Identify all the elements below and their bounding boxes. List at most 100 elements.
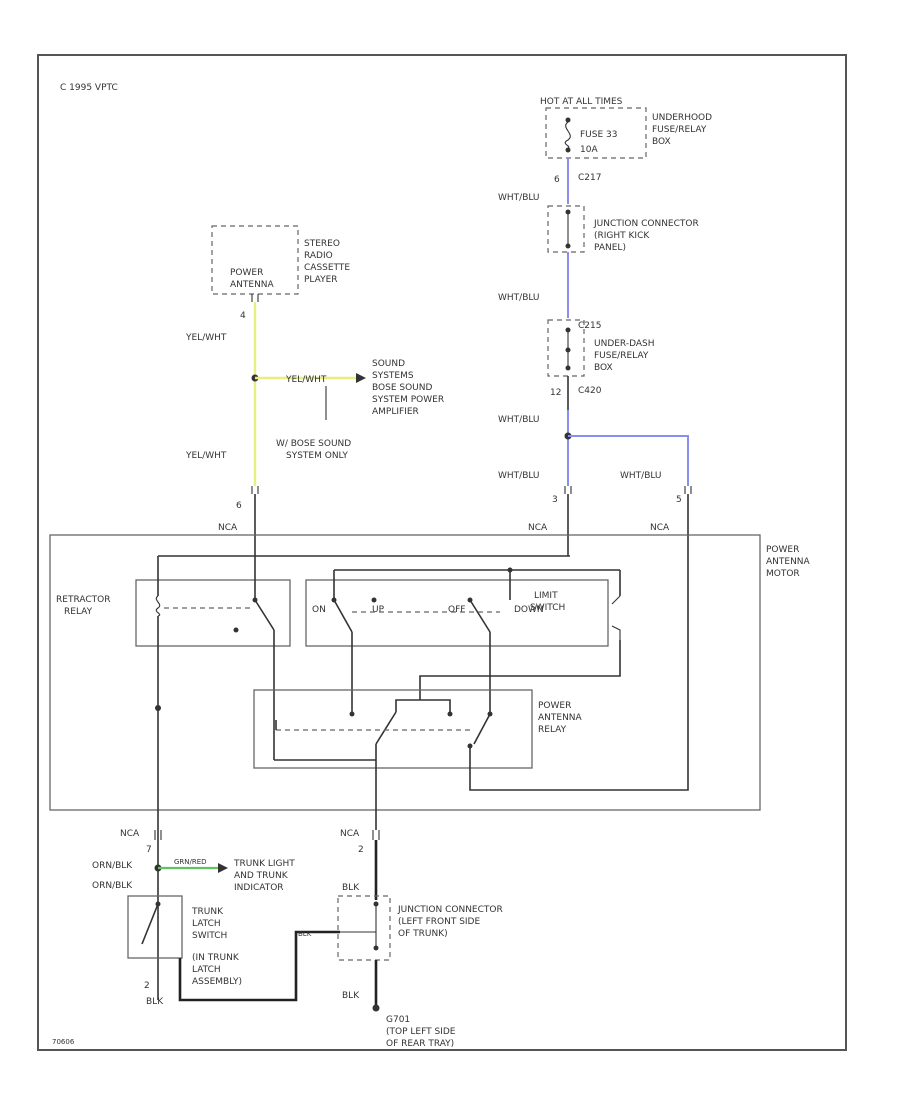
- trunk-latch-contact: [155, 901, 161, 907]
- blk-label-1: BLK: [146, 997, 164, 1007]
- trunk-latch-label-6: ASSEMBLY): [192, 977, 242, 987]
- jc-right-kick-label-1: JUNCTION CONNECTOR: [593, 219, 699, 229]
- blk-label-2: BLK: [298, 930, 312, 938]
- nca-label-158: NCA: [120, 829, 140, 839]
- pa-relay-label-2: ANTENNA: [538, 713, 583, 723]
- orn-blk-label-2: ORN/BLK: [92, 881, 133, 891]
- limit-right-switch: [611, 595, 621, 640]
- limit-up-label: UP: [372, 605, 385, 615]
- bose-note-label-1: W/ BOSE SOUND: [276, 439, 351, 449]
- connector-6a-pin: 6: [554, 175, 560, 185]
- trunk-light-label-3: INDICATOR: [234, 883, 284, 893]
- blk-label-4: BLK: [342, 991, 360, 1001]
- jc-left-front-terminal-2: [373, 945, 379, 951]
- hot-at-all-times-label: HOT AT ALL TIMES: [540, 97, 623, 107]
- jc-right-kick-label-2: (RIGHT KICK: [594, 231, 650, 241]
- pa-arm-2: [473, 713, 491, 745]
- jc-left-front-terminal-1: [373, 901, 379, 907]
- trunk-latch-label-5: LATCH: [192, 965, 221, 975]
- fuse-amp-label: 10A: [580, 145, 598, 155]
- underhood-box-label-2: FUSE/RELAY: [652, 125, 707, 135]
- connector-5-pin: 5: [676, 495, 682, 505]
- connector-terminal-688: [684, 486, 692, 494]
- motor-label-1: POWER: [766, 545, 799, 555]
- limit-contact-2: [371, 597, 377, 603]
- underhood-fuse-box: [545, 107, 647, 159]
- diagram-frame: [37, 54, 847, 1051]
- trunk-latch-arm: [141, 903, 159, 945]
- connector-2b-pin: 2: [358, 845, 364, 855]
- retractor-relay-box: [135, 579, 291, 647]
- limit-switch-label-2: SWITCH: [530, 603, 565, 613]
- jc-left-front-label-1: JUNCTION CONNECTOR: [397, 905, 503, 915]
- nca-label-255: NCA: [218, 523, 238, 533]
- nca-label-376: NCA: [340, 829, 360, 839]
- power-antenna-relay-box: [253, 689, 533, 769]
- limit-on-label: ON: [312, 605, 326, 615]
- jc-right-kick-terminal-top: [565, 209, 571, 215]
- limit-arm-1: [333, 599, 353, 633]
- nca-label-568: NCA: [528, 523, 548, 533]
- wht-blu-wire-label-2: WHT/BLU: [498, 293, 540, 303]
- ground-label-3: OF REAR TRAY): [386, 1039, 454, 1049]
- sound-system-label-5: AMPLIFIER: [372, 407, 419, 417]
- yel-wht-wire-label-3: YEL/WHT: [285, 375, 327, 385]
- underdash-fuse-box: [547, 319, 585, 377]
- copyright-label: C 1995 VPTC: [60, 83, 118, 93]
- nca-label-688: NCA: [650, 523, 670, 533]
- trunk-latch-label-1: TRUNK: [191, 907, 224, 917]
- trunk-connector-terminal: [154, 830, 162, 840]
- trunk-latch-switch-box: [127, 895, 183, 959]
- trunk-light-label-1: TRUNK LIGHT: [233, 859, 295, 869]
- pa-relay-label-3: RELAY: [538, 725, 567, 735]
- underdash-box-label-3: BOX: [594, 363, 613, 373]
- trunk-latch-label-2: LATCH: [192, 919, 221, 929]
- stereo-label-4: PLAYER: [304, 275, 338, 285]
- sound-system-label-1: SOUND: [372, 359, 405, 369]
- fuse-33-symbol: [564, 121, 571, 149]
- motor-label-3: MOTOR: [766, 569, 800, 579]
- sound-system-label-4: SYSTEM POWER: [372, 395, 444, 405]
- pa-contact-450: [447, 711, 453, 717]
- fuse-terminal-top: [565, 117, 571, 123]
- jc-right-kick-box: [547, 205, 585, 253]
- jc-left-front-box: [337, 895, 391, 961]
- page-code-label: 70606: [52, 1038, 75, 1046]
- retractor-splice: [155, 705, 161, 711]
- trunk-latch-ground: [178, 930, 340, 1002]
- retractor-relay-label-1: RETRACTOR: [56, 595, 110, 605]
- connector-7-pin: 7: [146, 845, 152, 855]
- retractor-contact-no: [233, 627, 239, 633]
- jc-left-front-label-3: OF TRUNK): [398, 929, 448, 939]
- grn-red-label: GRN/RED: [174, 858, 207, 866]
- sound-system-arrow: [356, 373, 366, 383]
- stereo-radio-box: [211, 225, 299, 295]
- limit-right-return: [419, 640, 621, 700]
- ground-label-1: G701: [386, 1015, 410, 1025]
- bose-note-label-2: SYSTEM ONLY: [286, 451, 348, 461]
- stereo-label-2: RADIO: [304, 251, 333, 261]
- limit-switch-box: [305, 579, 609, 647]
- power-antenna-motor-box: [49, 534, 761, 811]
- connector-4-pin: 4: [240, 311, 246, 321]
- jc-right-kick-terminal-bottom: [565, 243, 571, 249]
- fuse-label: FUSE 33: [580, 130, 617, 140]
- connector-terminal-568: [564, 486, 572, 494]
- pa-arm-1: [375, 711, 397, 745]
- limit-down-label: DOWN: [514, 605, 544, 615]
- connector-12-pin: 12: [550, 388, 561, 398]
- blk-label-3: BLK: [342, 883, 360, 893]
- stereo-label-1: STEREO: [304, 239, 340, 249]
- fuse-terminal-bottom: [565, 147, 571, 153]
- underdash-box-label-2: FUSE/RELAY: [594, 351, 649, 361]
- retractor-relay-label-2: RELAY: [64, 607, 93, 617]
- underhood-box-label-3: BOX: [652, 137, 671, 147]
- ground-label-2: (TOP LEFT SIDE: [386, 1027, 456, 1037]
- underdash-terminal-top: [565, 327, 571, 333]
- underdash-box-label-1: UNDER-DASH: [594, 339, 654, 349]
- trunk-light-label-2: AND TRUNK: [234, 871, 289, 881]
- wht-blu-wire-label-4: WHT/BLU: [498, 471, 540, 481]
- limit-switch-label-1: LIMIT: [534, 591, 558, 601]
- wht-blu-wire-label-1: WHT/BLU: [498, 193, 540, 203]
- limit-arm-2: [469, 599, 491, 633]
